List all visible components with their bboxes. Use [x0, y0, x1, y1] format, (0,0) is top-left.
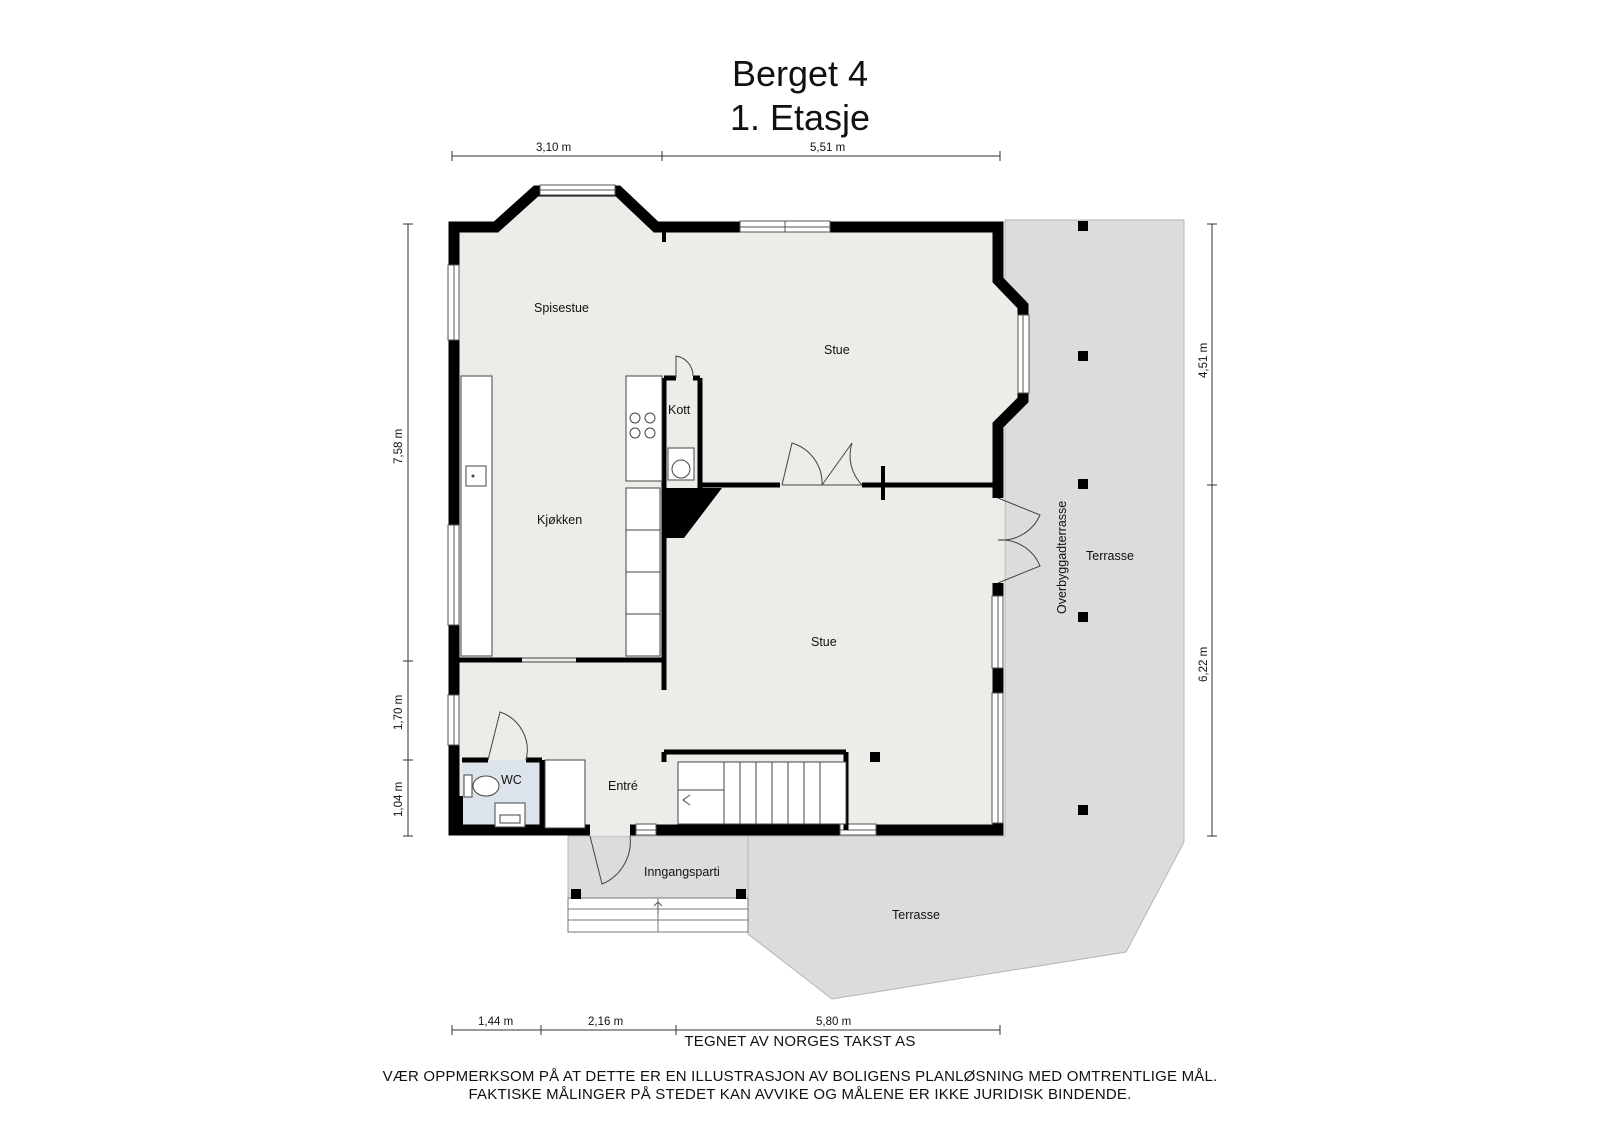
kitchen-counters — [460, 375, 663, 657]
room-spisestue: Spisestue — [534, 301, 589, 315]
sliding-door-icon — [522, 657, 576, 663]
double-door-icon — [781, 442, 863, 486]
dim-bottom-1: 1,44 m — [478, 1016, 513, 1028]
room-inngangsparti: Inngangsparti — [644, 865, 720, 879]
wardrobe — [544, 759, 586, 829]
sink-icon — [465, 465, 487, 487]
kott-door-icon — [675, 355, 694, 378]
wc-door-icon — [487, 711, 528, 761]
room-wc: WC — [501, 773, 522, 787]
dim-left-1: 7,58 m — [393, 429, 405, 464]
room-kjokken: Kjøkken — [537, 513, 582, 527]
toilet-icon — [463, 774, 500, 798]
disclaimer-line-2: FAKTISKE MÅLINGER PÅ STEDET KAN AVVIKE O… — [468, 1086, 1132, 1103]
terrace-right — [747, 219, 1185, 1000]
stove-icon — [629, 412, 656, 439]
windows — [447, 184, 1030, 836]
dim-bottom-3: 5,80 m — [816, 1016, 851, 1028]
entry-arrow-icon — [653, 901, 663, 914]
dim-top-1: 3,10 m — [536, 142, 571, 154]
dim-top-2: 5,51 m — [810, 142, 845, 154]
dim-right-2: 6,22 m — [1198, 647, 1210, 682]
room-terrasse-bottom: Terrasse — [892, 908, 940, 922]
terrace-door-icon — [997, 497, 1041, 584]
plan-title: Berget 4 — [731, 53, 869, 94]
room-overbygget: Overbyggadterrasse — [1055, 501, 1069, 614]
dim-bottom-2: 2,16 m — [588, 1016, 623, 1028]
room-terrasse-right: Terrasse — [1086, 549, 1134, 563]
front-door-opening — [590, 824, 630, 836]
outer-walls — [448, 185, 1029, 836]
dim-left-3: 1,04 m — [393, 782, 405, 817]
columns — [571, 221, 1088, 899]
stair-arrow-icon — [682, 794, 691, 806]
chimney — [664, 488, 722, 538]
dimension-lines — [403, 151, 1217, 1035]
dim-left-2: 1,70 m — [393, 695, 405, 730]
floor-subtitle: 1. Etasje — [729, 97, 871, 138]
shaft — [449, 796, 463, 834]
room-stue-lower: Stue — [811, 635, 837, 649]
disclaimer-line-1: VÆR OPPMERKSOM PÅ AT DETTE ER EN ILLUSTR… — [382, 1068, 1218, 1085]
room-stue-upper: Stue — [824, 343, 850, 357]
front-door-icon — [589, 835, 631, 885]
entrance-porch — [567, 835, 749, 899]
room-entre: Entré — [608, 779, 638, 793]
dim-right-1: 4,51 m — [1198, 343, 1210, 378]
room-kott: Kott — [668, 403, 691, 417]
credit-text: TEGNET AV NORGES TAKST AS — [684, 1033, 916, 1050]
staircase — [677, 761, 847, 825]
interior-floor — [454, 192, 1023, 830]
